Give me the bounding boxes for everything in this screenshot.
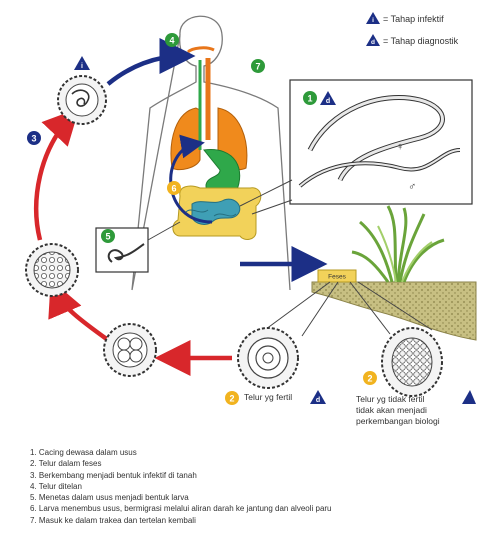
- svg-text:d: d: [326, 98, 330, 105]
- infertile-egg-caption: Telur yg tidak fertil tidak akan menjadi…: [356, 394, 440, 427]
- step-marker-5: 5: [101, 229, 115, 243]
- step-marker-7: 7: [251, 59, 265, 73]
- step-item-5: 5. Menetas dalam usus menjadi bentuk lar…: [30, 492, 332, 503]
- svg-text:3: 3: [31, 134, 36, 144]
- legend-diagnostic-label: = Tahap diagnostik: [383, 36, 458, 46]
- egg-infective-larva: [58, 76, 106, 124]
- cycle-arrow-egg-to-mouth: [108, 56, 182, 84]
- svg-text:5: 5: [105, 232, 110, 242]
- male-symbol: ♂: [408, 181, 416, 193]
- svg-text:d: d: [371, 39, 375, 46]
- svg-text:i: i: [372, 17, 374, 24]
- feces-label: Feses: [328, 274, 346, 281]
- step-item-6: 6. Larva menembus usus, bermigrasi melal…: [30, 503, 332, 514]
- step-marker-4: 4: [165, 33, 179, 47]
- step-item-3: 3. Berkembang menjadi bentuk infektif di…: [30, 470, 332, 481]
- svg-text:4: 4: [169, 36, 174, 46]
- step-marker-3: 3: [27, 131, 41, 145]
- svg-text:1: 1: [307, 94, 312, 104]
- infertile-egg: [382, 328, 442, 396]
- diagnostic-marker-infertile: [462, 390, 476, 404]
- cycle-arrow-morula-to-embryo: [56, 292, 108, 340]
- step-marker-6: 6: [167, 181, 181, 195]
- svg-text:7: 7: [255, 62, 260, 72]
- fertile-egg-caption: Telur yg fertil: [244, 392, 292, 403]
- infertile-caption-line-3: perkembangan biologi: [356, 416, 440, 427]
- infective-marker-4: i: [74, 56, 90, 70]
- legend-infective-label: = Tahap infektif: [383, 14, 444, 24]
- step-item-4: 4. Telur ditelan: [30, 481, 332, 492]
- svg-text:2: 2: [367, 374, 372, 384]
- step-marker-2: 2: [363, 371, 377, 385]
- legend-infective-icon: i: [366, 12, 380, 24]
- grass-plant: [352, 206, 444, 282]
- infertile-caption-line-1: Telur yg tidak fertil: [356, 394, 440, 405]
- cycle-arrow-embryo-to-infective: [36, 118, 70, 240]
- svg-text:2: 2: [229, 394, 234, 404]
- infertile-caption-line-2: tidak akan menjadi: [356, 405, 440, 416]
- female-symbol: ♀: [396, 141, 404, 153]
- svg-text:6: 6: [171, 184, 176, 194]
- svg-text:d: d: [316, 397, 320, 404]
- egg-embryonated: [26, 244, 78, 296]
- adult-worms-inset: ♀ ♂: [290, 80, 472, 204]
- legend-diagnostic-icon: d: [366, 34, 380, 46]
- step-item-1: 1. Cacing dewasa dalam usus: [30, 447, 332, 458]
- step-marker-1: 1: [303, 91, 317, 105]
- diagnostic-marker-fertile: d: [310, 390, 326, 404]
- step-item-2: 2. Telur dalam feses: [30, 458, 332, 469]
- step-marker-2-fertile: 2: [225, 391, 239, 405]
- fertile-egg: [238, 328, 298, 388]
- svg-text:i: i: [81, 63, 83, 70]
- step-item-7: 7. Masuk ke dalam trakea dan tertelan ke…: [30, 515, 332, 526]
- egg-morula: [104, 324, 156, 376]
- life-cycle-steps-list: 1. Cacing dewasa dalam usus 2. Telur dal…: [30, 447, 332, 526]
